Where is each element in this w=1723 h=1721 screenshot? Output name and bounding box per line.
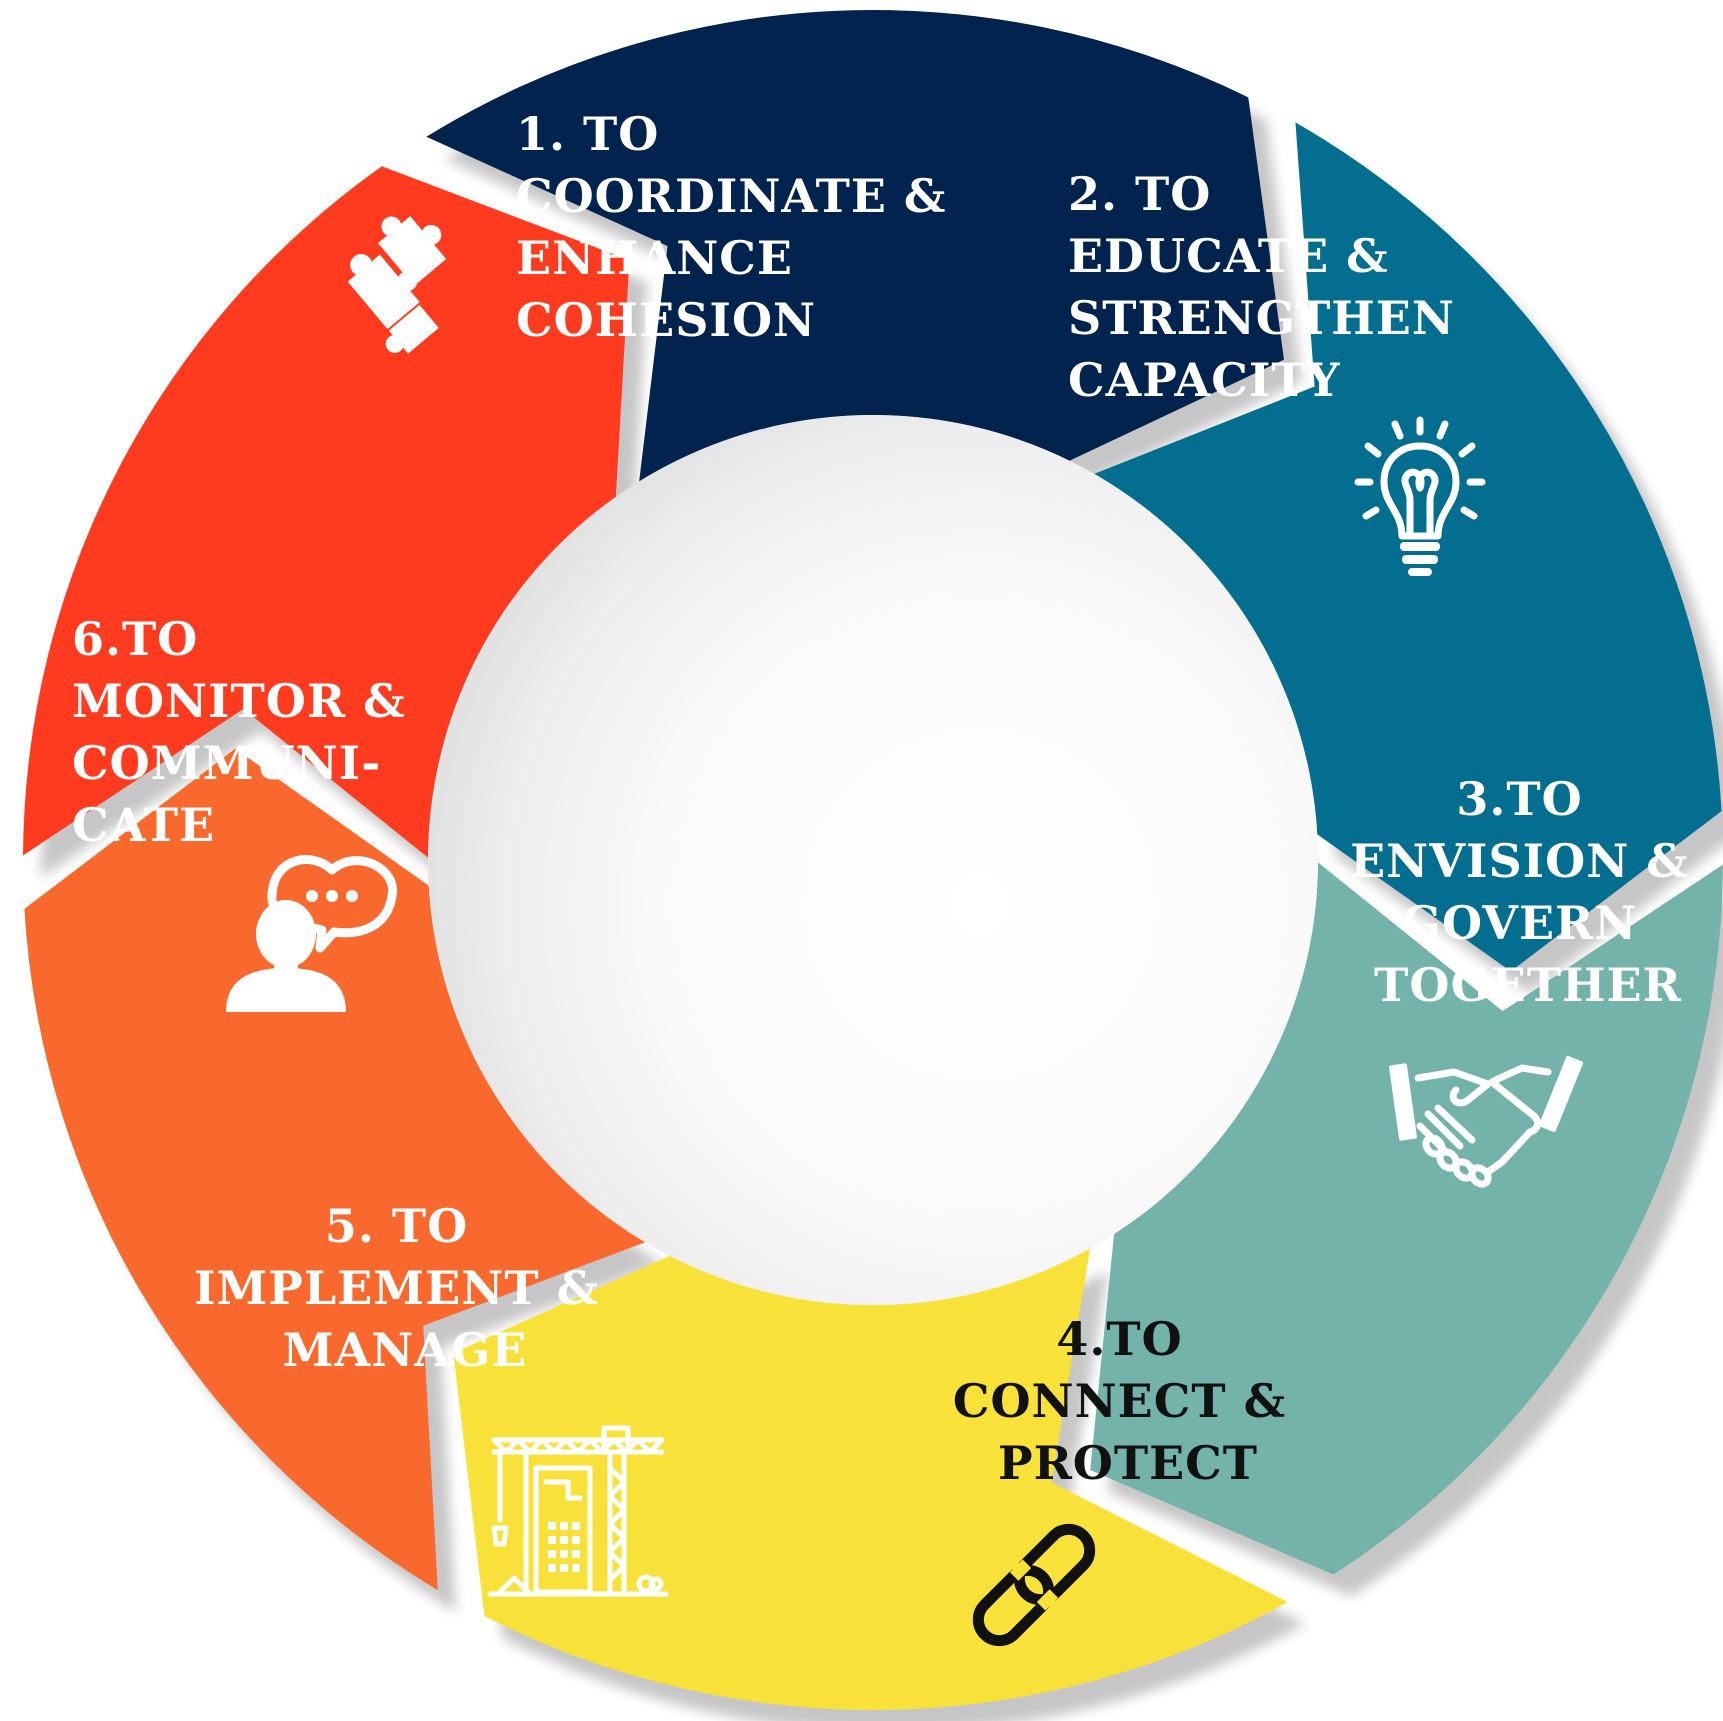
segment-6-label: 6.TO MONITOR & COMMUNI- CATE [72, 612, 423, 852]
segment-1-text: 1. TO COORDINATE & ENHANCE COHESION [516, 107, 963, 347]
lightbulb-icon [1354, 416, 1486, 576]
segment-2-label: 2. TO EDUCATE & STRENGTHEN CAPACITY [1068, 167, 1472, 407]
construction-crane-icon [487, 1425, 669, 1597]
segment-6-shape [23, 166, 630, 858]
segment-6-text: 6.TO MONITOR & COMMUNI- CATE [72, 612, 423, 852]
segment-4-text: 4.TO CONNECT & PROTECT [953, 1312, 1303, 1490]
handshake-icon [1389, 1055, 1583, 1188]
segment-2-text: 2. TO EDUCATE & STRENGTHEN CAPACITY [1068, 167, 1472, 407]
segment-5-label: 5. TO IMPLEMENT & MANAGE [194, 1199, 616, 1377]
puzzle-icon [347, 216, 447, 354]
person-speech-icon [226, 855, 397, 1012]
segment-1-label: 1. TO COORDINATE & ENHANCE COHESION [516, 107, 963, 347]
segment-4-label: 4.TO CONNECT & PROTECT [953, 1312, 1303, 1490]
segment-1-shape [426, 9, 1284, 482]
segment-3-text: 3.TO ENVISION & GOVERN TOGETHER [1350, 772, 1706, 1012]
segment-5-text: 5. TO IMPLEMENT & MANAGE [194, 1199, 616, 1377]
segment-3-label: 3.TO ENVISION & GOVERN TOGETHER [1350, 772, 1706, 1012]
center-hole [428, 415, 1318, 1305]
segment-5-shape [24, 748, 646, 1591]
chain-link-icon [972, 1523, 1096, 1647]
segment-3-shape [1090, 862, 1723, 1575]
